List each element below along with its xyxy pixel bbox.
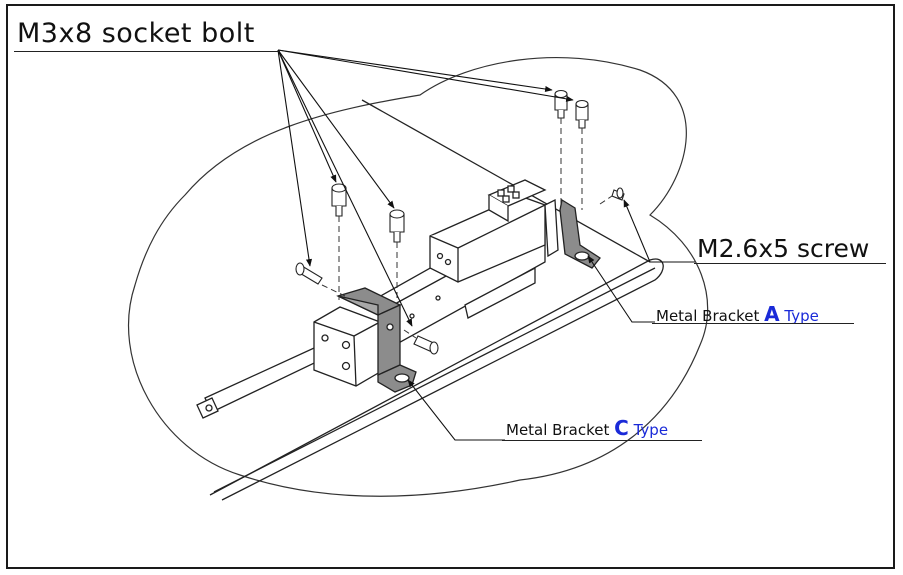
label-socket-bolt: M3x8 socket bolt (17, 18, 255, 49)
assembly-lines (321, 118, 613, 339)
connector (487, 179, 547, 223)
actuator-rod (196, 342, 332, 419)
label-bracket-a: Metal Bracket A Type (656, 304, 819, 324)
label-bracket-a-prefix: Metal Bracket (656, 307, 760, 325)
label-bracket-c-suffix: Type (633, 421, 669, 439)
socket-bolt-1 (331, 183, 347, 217)
label-screw: M2.6x5 screw (697, 234, 870, 263)
detail-outline (127, 57, 709, 497)
socket-bolt-2 (389, 209, 405, 243)
leader-lines (277, 49, 695, 441)
label-bracket-a-letter: A (764, 302, 780, 326)
socket-bolt-3 (554, 89, 568, 119)
front-block (313, 306, 381, 387)
socket-bolt-4 (575, 99, 589, 129)
label-bracket-a-suffix: Type (784, 307, 819, 325)
motor-housing (429, 195, 559, 283)
underline-screw (694, 263, 886, 264)
m26-screw (611, 187, 625, 201)
socket-bolt-5 (295, 262, 323, 285)
label-bracket-c: Metal Bracket C Type (506, 418, 668, 438)
label-bracket-c-prefix: Metal Bracket (506, 421, 610, 439)
metal-bracket-a (559, 198, 601, 269)
underline-socket-bolt (14, 51, 280, 52)
underline-bracket-a (652, 323, 854, 324)
socket-bolt-6 (413, 335, 439, 355)
label-bracket-c-letter: C (614, 416, 629, 440)
base-plate (209, 99, 664, 501)
diagram-frame (6, 4, 895, 569)
underline-bracket-c (502, 440, 702, 441)
